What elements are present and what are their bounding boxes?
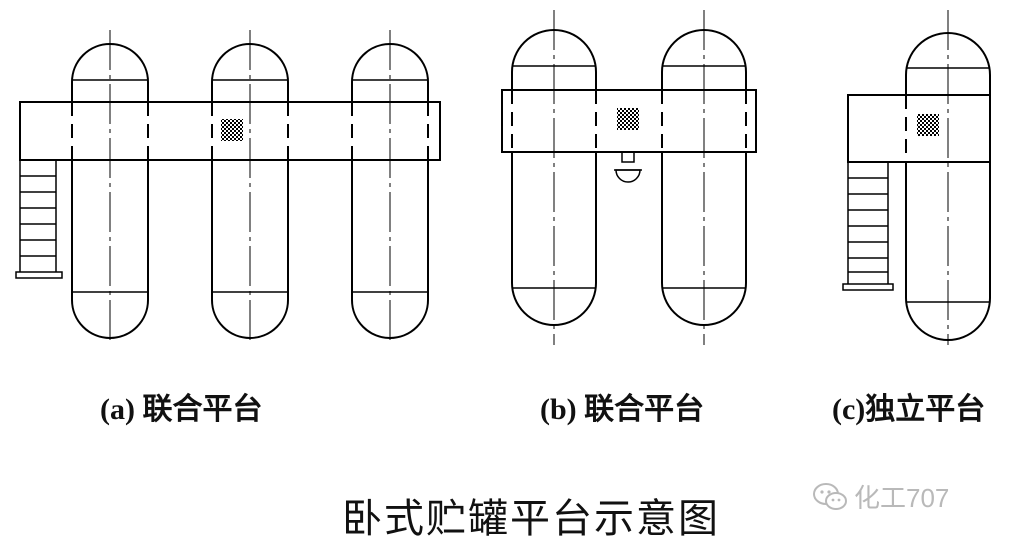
caption-b: (b) 联合平台: [540, 393, 705, 426]
caption-c: (c)独立平台: [832, 393, 986, 426]
platform-a: [20, 102, 440, 160]
diagram-a: [16, 30, 440, 345]
access-hatch-b: [614, 152, 642, 182]
ladder-c: [843, 162, 893, 290]
diagram-b: [502, 10, 756, 345]
manhole-c: [917, 114, 939, 136]
tank-a2: [212, 30, 288, 345]
platform-c: [848, 95, 990, 162]
watermark: 化工707: [812, 478, 949, 515]
figure-title: 卧式贮罐平台示意图: [342, 496, 720, 541]
tank-c1: [906, 10, 990, 345]
manhole-a: [221, 119, 243, 141]
wechat-icon: [813, 482, 847, 510]
watermark-text: 化工707: [854, 483, 950, 513]
tank-a3: [352, 30, 428, 345]
ladder-a: [16, 160, 62, 278]
manhole-b: [617, 108, 639, 130]
tank-b2: [662, 10, 746, 345]
tank-b1: [512, 10, 596, 345]
caption-a: (a) 联合平台: [100, 393, 263, 426]
tank-a1: [72, 30, 148, 345]
diagram-c: [843, 10, 990, 345]
